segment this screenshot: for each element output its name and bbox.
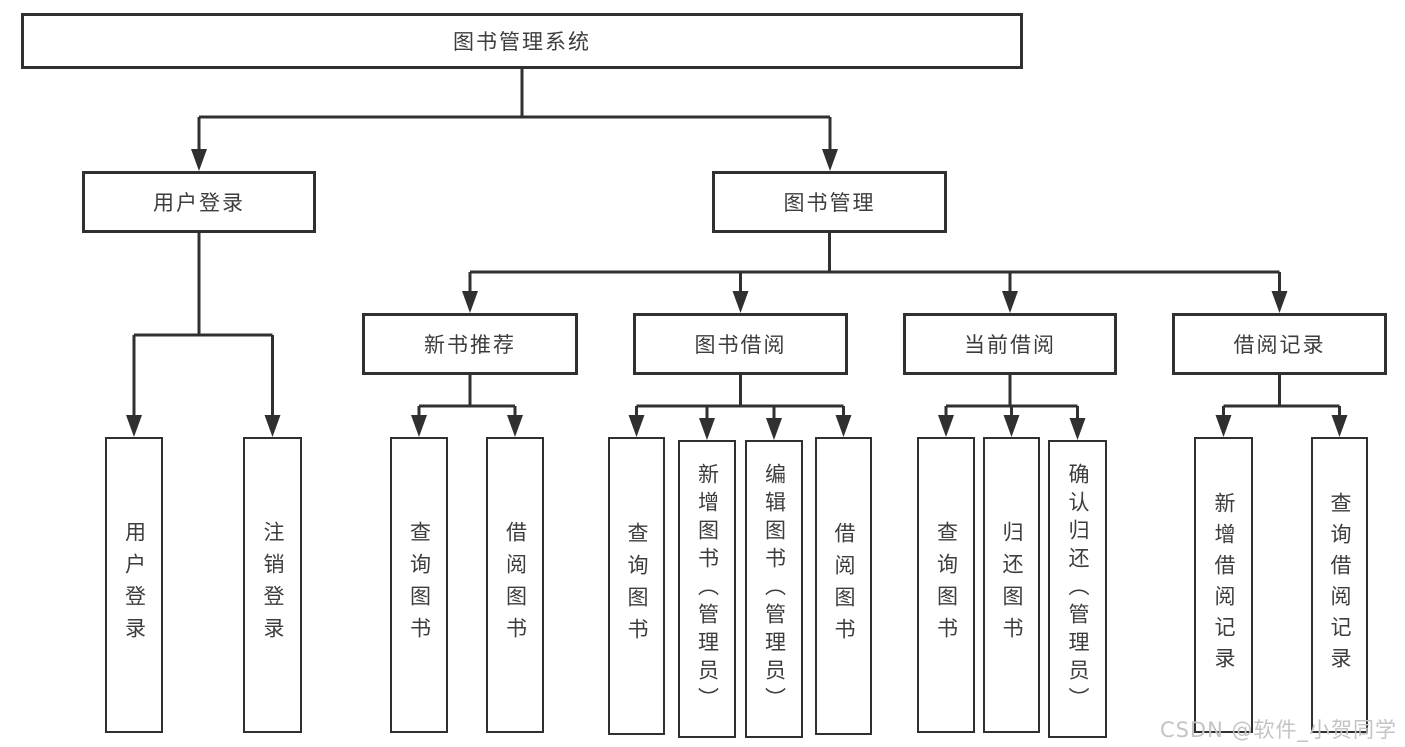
leaf-query-books-current-label: 查询图书 <box>934 521 959 649</box>
arrow-down-icon <box>938 415 954 437</box>
node-root-label: 图书管理系统 <box>453 30 591 54</box>
leaf-borrow-books-rec: 借阅图书 <box>486 437 544 733</box>
arrow-down-icon <box>1215 415 1232 437</box>
node-user-login: 用户登录 <box>82 171 316 233</box>
leaf-add-books-admin-label: 新增图书（管理员） <box>695 463 720 715</box>
leaf-query-borrow-record-label: 查询借阅记录 <box>1328 492 1352 678</box>
connector-new-book-branch <box>411 375 523 437</box>
leaf-return-books-label: 归还图书 <box>1000 521 1024 649</box>
leaf-user-login-label: 用户登录 <box>122 521 147 649</box>
arrow-down-icon <box>835 415 852 437</box>
node-borrow-records: 借阅记录 <box>1172 313 1387 375</box>
node-root: 图书管理系统 <box>21 13 1023 69</box>
leaf-query-books-current: 查询图书 <box>917 437 975 733</box>
leaf-borrow-books: 借阅图书 <box>815 437 872 735</box>
node-book-borrow: 图书借阅 <box>633 313 848 375</box>
arrow-down-icon <box>732 291 749 313</box>
arrow-down-icon <box>264 415 281 437</box>
leaf-add-books-admin: 新增图书（管理员） <box>678 440 736 738</box>
leaf-query-books-borrow-label: 查询图书 <box>625 522 649 650</box>
arrow-down-icon <box>1271 291 1288 313</box>
node-user-login-label: 用户登录 <box>153 191 245 215</box>
leaf-query-books-borrow: 查询图书 <box>608 437 665 735</box>
arrow-down-icon <box>766 418 782 440</box>
leaf-query-books-rec: 查询图书 <box>390 437 448 733</box>
leaf-add-borrow-record-label: 新增借阅记录 <box>1212 492 1236 678</box>
node-borrow-records-label: 借阅记录 <box>1233 333 1326 357</box>
leaf-edit-books-admin-label: 编辑图书（管理员） <box>762 463 787 715</box>
node-book-mgmt-label: 图书管理 <box>783 191 876 215</box>
leaf-add-borrow-record: 新增借阅记录 <box>1194 437 1253 733</box>
leaf-return-books: 归还图书 <box>983 437 1040 733</box>
node-current-borrow-label: 当前借阅 <box>964 333 1056 357</box>
arrow-down-icon <box>462 291 478 313</box>
leaf-logout: 注销登录 <box>243 437 302 733</box>
csdn-watermark: CSDN @软件_小贺同学 <box>1159 718 1397 742</box>
leaf-logout-label: 注销登录 <box>261 521 285 649</box>
node-book-borrow-label: 图书借阅 <box>694 333 787 357</box>
arrow-down-icon <box>1069 418 1086 440</box>
connector-root-to-level2 <box>191 69 838 171</box>
leaf-user-login: 用户登录 <box>105 437 163 733</box>
arrow-down-icon <box>126 415 142 437</box>
arrow-down-icon <box>1002 291 1018 313</box>
leaf-confirm-return-admin: 确认归还（管理员） <box>1048 440 1107 738</box>
connector-user-login-branch <box>126 233 281 437</box>
node-new-book-rec: 新书推荐 <box>362 313 578 375</box>
arrow-down-icon <box>699 418 715 440</box>
leaf-borrow-books-rec-label: 借阅图书 <box>503 521 528 649</box>
arrow-down-icon <box>1331 415 1348 437</box>
leaf-borrow-books-label: 借阅图书 <box>832 522 856 650</box>
connector-borrow-records-branch <box>1215 375 1348 437</box>
arrow-down-icon <box>191 149 207 171</box>
leaf-query-books-rec-label: 查询图书 <box>407 521 432 649</box>
leaf-query-borrow-record: 查询借阅记录 <box>1311 437 1368 733</box>
leaf-edit-books-admin: 编辑图书（管理员） <box>745 440 803 738</box>
connector-book-mgmt-branch <box>462 233 1288 313</box>
leaf-confirm-return-admin-label: 确认归还（管理员） <box>1066 463 1090 715</box>
node-book-mgmt: 图书管理 <box>712 171 947 233</box>
arrow-down-icon <box>507 415 523 437</box>
node-current-borrow: 当前借阅 <box>903 313 1117 375</box>
arrow-down-icon <box>411 415 427 437</box>
arrow-down-icon <box>1003 415 1020 437</box>
connector-book-borrow-branch <box>628 375 852 440</box>
arrow-down-icon <box>822 149 838 171</box>
connector-current-borrow-branch <box>938 375 1086 440</box>
arrow-down-icon <box>628 415 645 437</box>
node-new-book-rec-label: 新书推荐 <box>424 333 516 357</box>
